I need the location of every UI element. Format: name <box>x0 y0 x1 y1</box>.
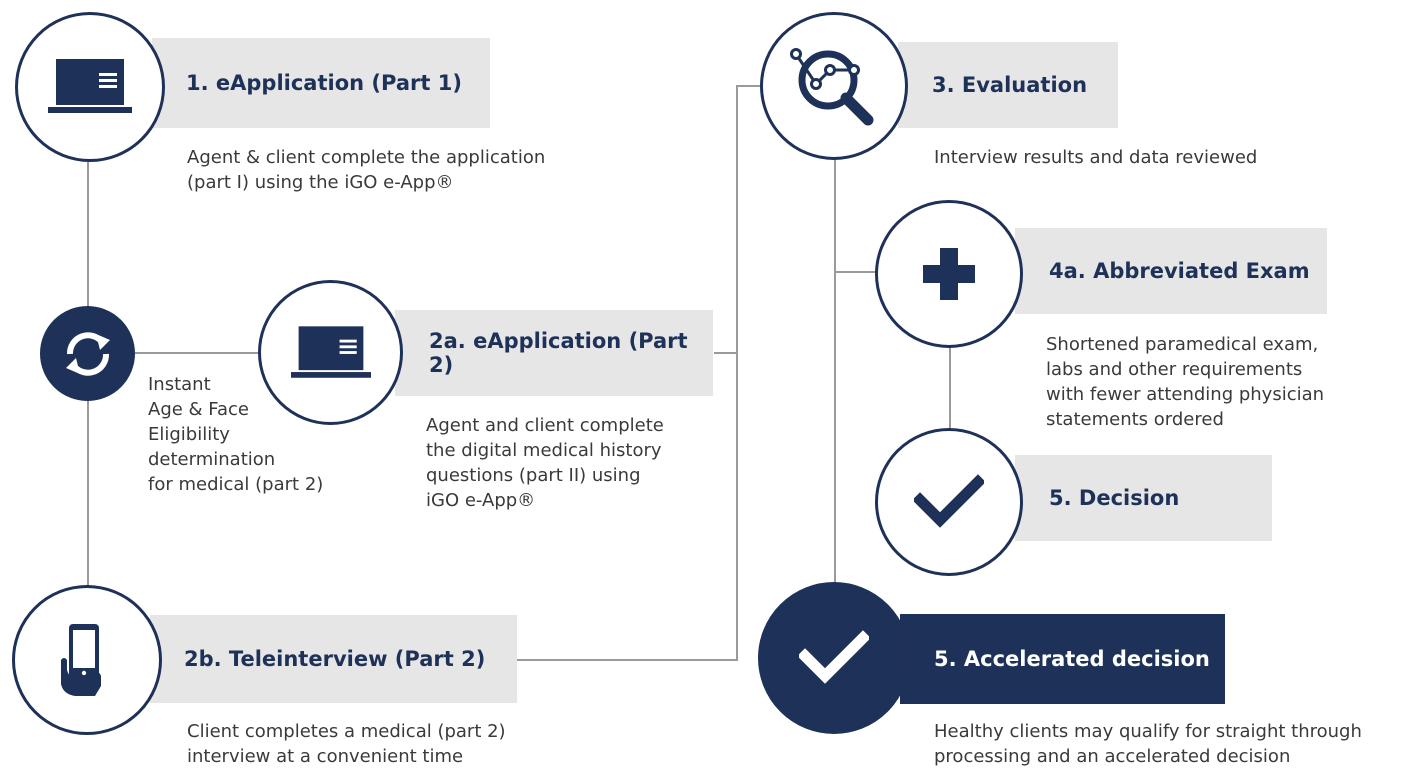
step-4a-description: Shortened paramedical exam, labs and oth… <box>1046 332 1324 432</box>
smartphone-hand-icon <box>61 624 101 696</box>
step-1-label-box: 1. eApplication (Part 1) <box>152 38 490 128</box>
refresh-cycle-icon <box>65 331 110 376</box>
desc-line: Agent and client complete <box>426 415 664 436</box>
magnifier-chart-icon <box>790 48 874 126</box>
step-1-description: Agent & client complete the application … <box>187 145 545 195</box>
step-2a-icon-circle <box>258 280 403 425</box>
eligibility-icon-circle <box>40 306 135 401</box>
desc-line: the digital medical history <box>426 440 662 461</box>
desc-line: (part I) using the iGO e-App® <box>187 172 454 193</box>
step-3-description: Interview results and data reviewed <box>934 145 1257 170</box>
desc-line: questions (part II) using <box>426 465 641 486</box>
step-5-title: 5. Decision <box>1049 486 1180 510</box>
desc-line: Interview results and data reviewed <box>934 147 1258 168</box>
desc-line: statements ordered <box>1046 409 1224 430</box>
desc-line: determination <box>148 449 276 470</box>
desc-line: interview at a convenient time <box>187 746 464 767</box>
step-3-label-box: 3. Evaluation <box>898 42 1118 128</box>
checkmark-icon <box>799 630 869 684</box>
step-5-accelerated-description: Healthy clients may qualify for straight… <box>934 719 1362 769</box>
step-4a-icon-circle <box>875 200 1023 348</box>
step-5-accelerated-title: 5. Accelerated decision <box>934 647 1210 671</box>
medical-cross-icon <box>923 248 975 300</box>
desc-line: Eligibility <box>148 424 230 445</box>
desc-line: Shortened paramedical exam, <box>1046 334 1319 355</box>
step-2b-label-box: 2b. Teleinterview (Part 2) <box>150 615 517 703</box>
laptop-icon <box>290 325 371 378</box>
desc-line: iGO e-App® <box>426 490 536 511</box>
step-3-icon-circle <box>760 12 908 160</box>
checkmark-icon <box>914 474 984 528</box>
step-2b-title: 2b. Teleinterview (Part 2) <box>184 647 486 671</box>
step-2a-description: Agent and client complete the digital me… <box>426 413 664 513</box>
step-3-title: 3. Evaluation <box>932 73 1088 97</box>
step-4a-label-box: 4a. Abbreviated Exam <box>1015 228 1327 314</box>
desc-line: Healthy clients may qualify for straight… <box>934 721 1362 742</box>
step-2a-title: 2a. eApplication (Part 2) <box>429 329 688 377</box>
step-1-title: 1. eApplication (Part 1) <box>186 71 462 95</box>
step-2b-description: Client completes a medical (part 2) inte… <box>187 719 506 769</box>
desc-line: Instant <box>148 374 211 395</box>
desc-line: labs and other requirements <box>1046 359 1303 380</box>
connector-2b-to-3 <box>517 353 738 661</box>
step-5-accelerated-label-box: 5. Accelerated decision <box>900 614 1225 704</box>
step-2b-icon-circle <box>12 585 162 735</box>
laptop-icon <box>48 59 132 113</box>
step-4a-title: 4a. Abbreviated Exam <box>1049 259 1310 283</box>
step-5-icon-circle <box>875 428 1023 576</box>
step-5-label-box: 5. Decision <box>1015 455 1272 541</box>
desc-line: Agent & client complete the application <box>187 147 546 168</box>
desc-line: Age & Face <box>148 399 249 420</box>
eligibility-description: Instant Age & Face Eligibility determina… <box>148 372 323 497</box>
step-5-accelerated-icon-circle <box>758 582 910 734</box>
step-2a-label-box: 2a. eApplication (Part 2) <box>395 310 713 396</box>
step-1-icon-circle <box>15 12 165 162</box>
desc-line: Client completes a medical (part 2) <box>187 721 506 742</box>
connector-2a-to-3 <box>714 85 764 354</box>
desc-line: for medical (part 2) <box>148 474 324 495</box>
desc-line: with fewer attending physician <box>1046 384 1325 405</box>
desc-line: processing and an accelerated decision <box>934 746 1291 767</box>
